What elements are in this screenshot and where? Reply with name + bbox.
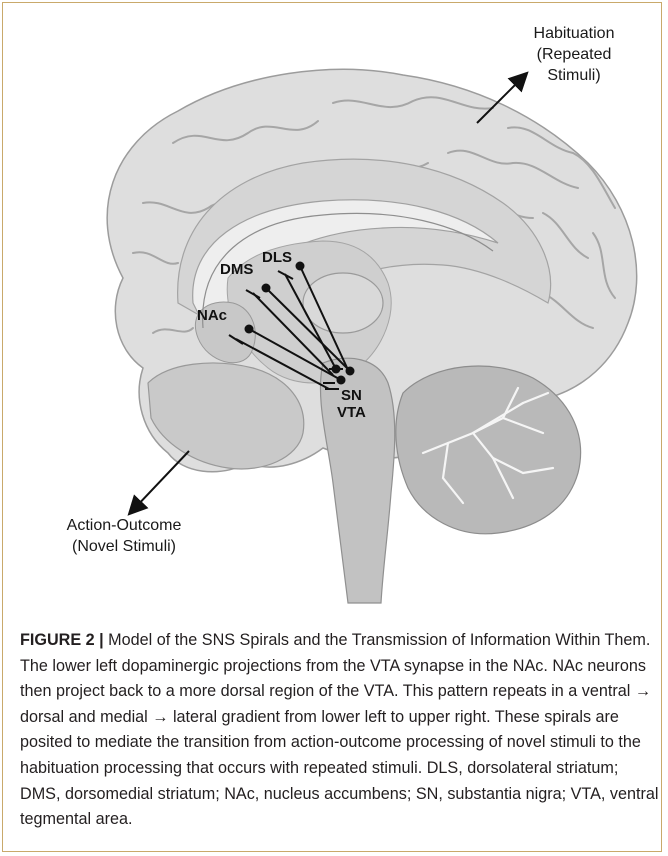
thalamus xyxy=(303,273,383,333)
dls-dot xyxy=(296,262,305,271)
figure-caption: FIGURE 2 | Model of the SNS Spirals and … xyxy=(20,628,660,833)
dls-label: DLS xyxy=(262,249,292,266)
vta-label: VTA xyxy=(337,404,366,421)
caption-text: Model of the SNS Spirals and the Transmi… xyxy=(20,631,658,828)
action-outcome-subtitle: (Novel Stimuli) xyxy=(57,536,191,557)
habituation-title: Habituation xyxy=(509,23,639,44)
nac-dot xyxy=(245,325,254,334)
sn-dot-1 xyxy=(346,367,355,376)
sn-dot-2 xyxy=(332,365,341,374)
sn-label: SN xyxy=(341,387,362,404)
action-outcome-arrow xyxy=(133,451,189,510)
caption-lead: FIGURE 2 | xyxy=(20,631,104,649)
action-outcome-title: Action-Outcome xyxy=(57,515,191,536)
nac-label: NAc xyxy=(197,307,227,324)
dms-dot xyxy=(262,284,271,293)
action-outcome-label: Action-Outcome (Novel Stimuli) xyxy=(57,515,191,557)
vta-dot xyxy=(337,376,346,385)
brain-figure: Habituation (Repeated Stimuli) Action-Ou… xyxy=(3,3,663,608)
habituation-subtitle: (Repeated Stimuli) xyxy=(509,44,639,86)
dms-label: DMS xyxy=(220,261,253,278)
habituation-label: Habituation (Repeated Stimuli) xyxy=(509,23,639,86)
